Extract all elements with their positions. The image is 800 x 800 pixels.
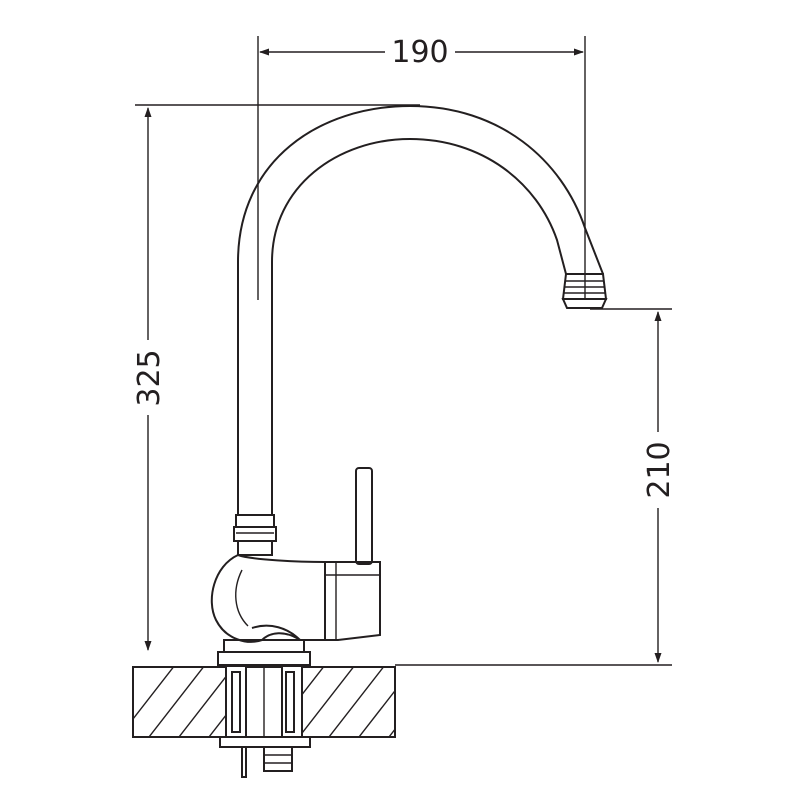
mounting-bolt-left: [231, 671, 241, 733]
spout-outer-contour: [237, 104, 604, 515]
mounting-nut: [263, 746, 293, 772]
lever-handle: [324, 467, 381, 641]
mounting-hardware: [219, 666, 311, 778]
faucet: [210, 104, 608, 666]
handle-cartridge: [324, 561, 381, 641]
supply-hose-left: [241, 746, 247, 778]
mounting-plate: [219, 736, 311, 748]
total-height-label: 325: [132, 349, 167, 406]
aerator: [561, 273, 608, 309]
spout-reach-dimension: 190: [257, 35, 586, 300]
spout-reach-label: 190: [391, 35, 448, 70]
spout-height-dimension: 210: [395, 308, 677, 666]
handle-lever: [355, 467, 373, 565]
base-flange: [217, 639, 311, 666]
spout-inner-contour: [271, 137, 567, 515]
mounting-bolt-right: [285, 671, 295, 733]
valve-body: [210, 554, 326, 643]
total-height-dimension: 325: [132, 104, 420, 651]
spout-height-label: 210: [642, 441, 677, 498]
spout-collar: [233, 514, 277, 556]
